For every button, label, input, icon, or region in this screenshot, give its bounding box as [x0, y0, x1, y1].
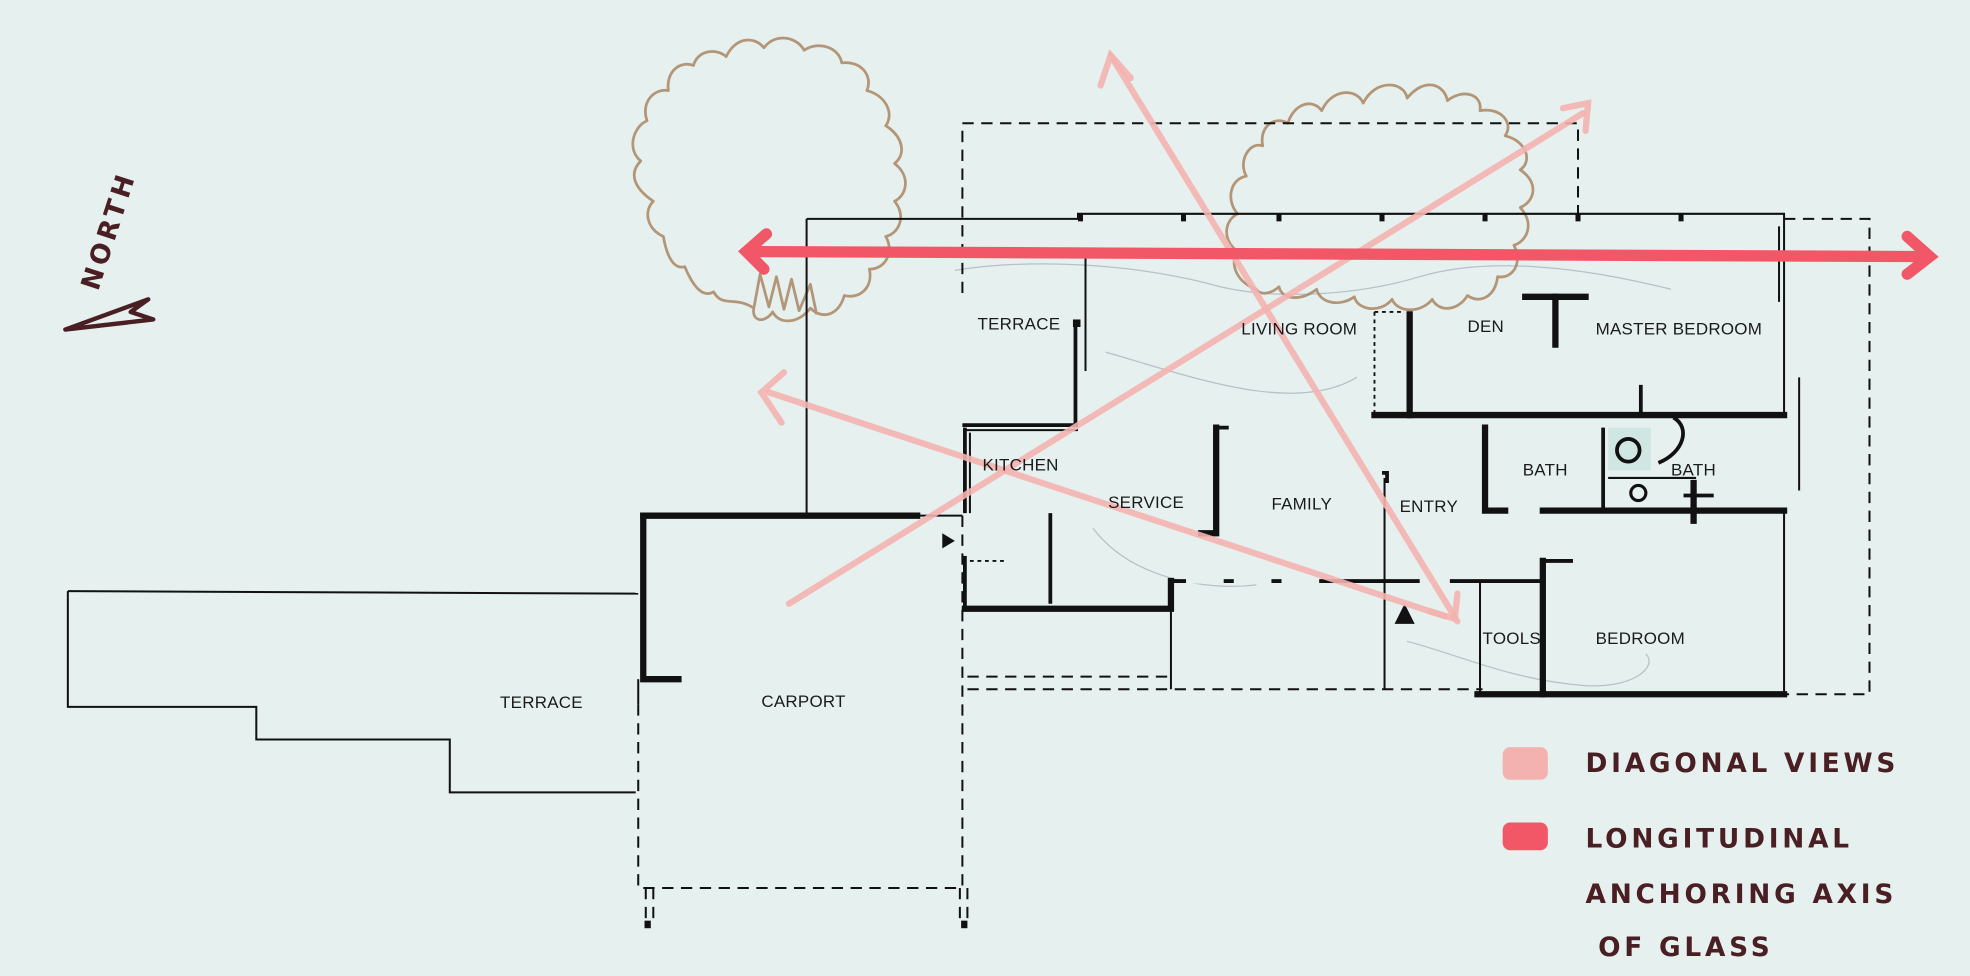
north-arrow-icon — [63, 297, 156, 332]
legend-swatch-diagonal — [1502, 747, 1548, 780]
room-label-terrace-west: TERRACE — [500, 693, 583, 712]
entry-marker-kitchen — [942, 533, 955, 549]
toilet-icon — [1615, 437, 1642, 464]
room-label-master-bedroom: MASTER BEDROOM — [1596, 320, 1763, 339]
room-label-living-room: LIVING ROOM — [1241, 320, 1357, 339]
door-swing — [1657, 415, 1685, 465]
room-label-bath-2: BATH — [1671, 460, 1716, 479]
legend-label-diagonal: DIAGONAL VIEWS — [1586, 749, 1900, 779]
room-label-service: SERVICE — [1108, 493, 1184, 512]
legend-label-longitudinal-1: LONGITUDINAL — [1586, 825, 1853, 855]
room-label-terrace-north: TERRACE — [977, 315, 1060, 334]
floor-plan-walls — [66, 212, 1801, 794]
room-label-kitchen: KITCHEN — [982, 455, 1058, 474]
room-label-bedroom: BEDROOM — [1596, 629, 1685, 648]
diagonal-views — [757, 49, 1592, 625]
room-label-den: DEN — [1467, 317, 1504, 336]
legend-label-longitudinal-3: OF GLASS — [1598, 933, 1773, 963]
pencil-sketch-lines — [954, 263, 1672, 687]
dashed-overhang-outlines — [637, 122, 1871, 929]
room-labels: TERRACE LIVING ROOM DEN MASTER BEDROOM K… — [500, 315, 1762, 713]
legend-label-longitudinal-2: ANCHORING AXIS — [1586, 880, 1898, 910]
tree-right — [1225, 83, 1535, 312]
room-label-family: FAMILY — [1271, 494, 1332, 513]
room-label-carport: CARPORT — [761, 692, 845, 711]
legend-swatch-longitudinal — [1502, 822, 1548, 851]
room-label-tools: TOOLS — [1483, 629, 1541, 648]
room-label-bath-1: BATH — [1523, 460, 1568, 479]
room-label-entry: ENTRY — [1400, 497, 1458, 516]
entry-marker-main — [1394, 603, 1415, 624]
sink-icon — [1629, 483, 1648, 503]
longitudinal-axis — [738, 228, 1939, 280]
legend: DIAGONAL VIEWS LONGITUDINAL ANCHORING AX… — [1502, 747, 1900, 963]
